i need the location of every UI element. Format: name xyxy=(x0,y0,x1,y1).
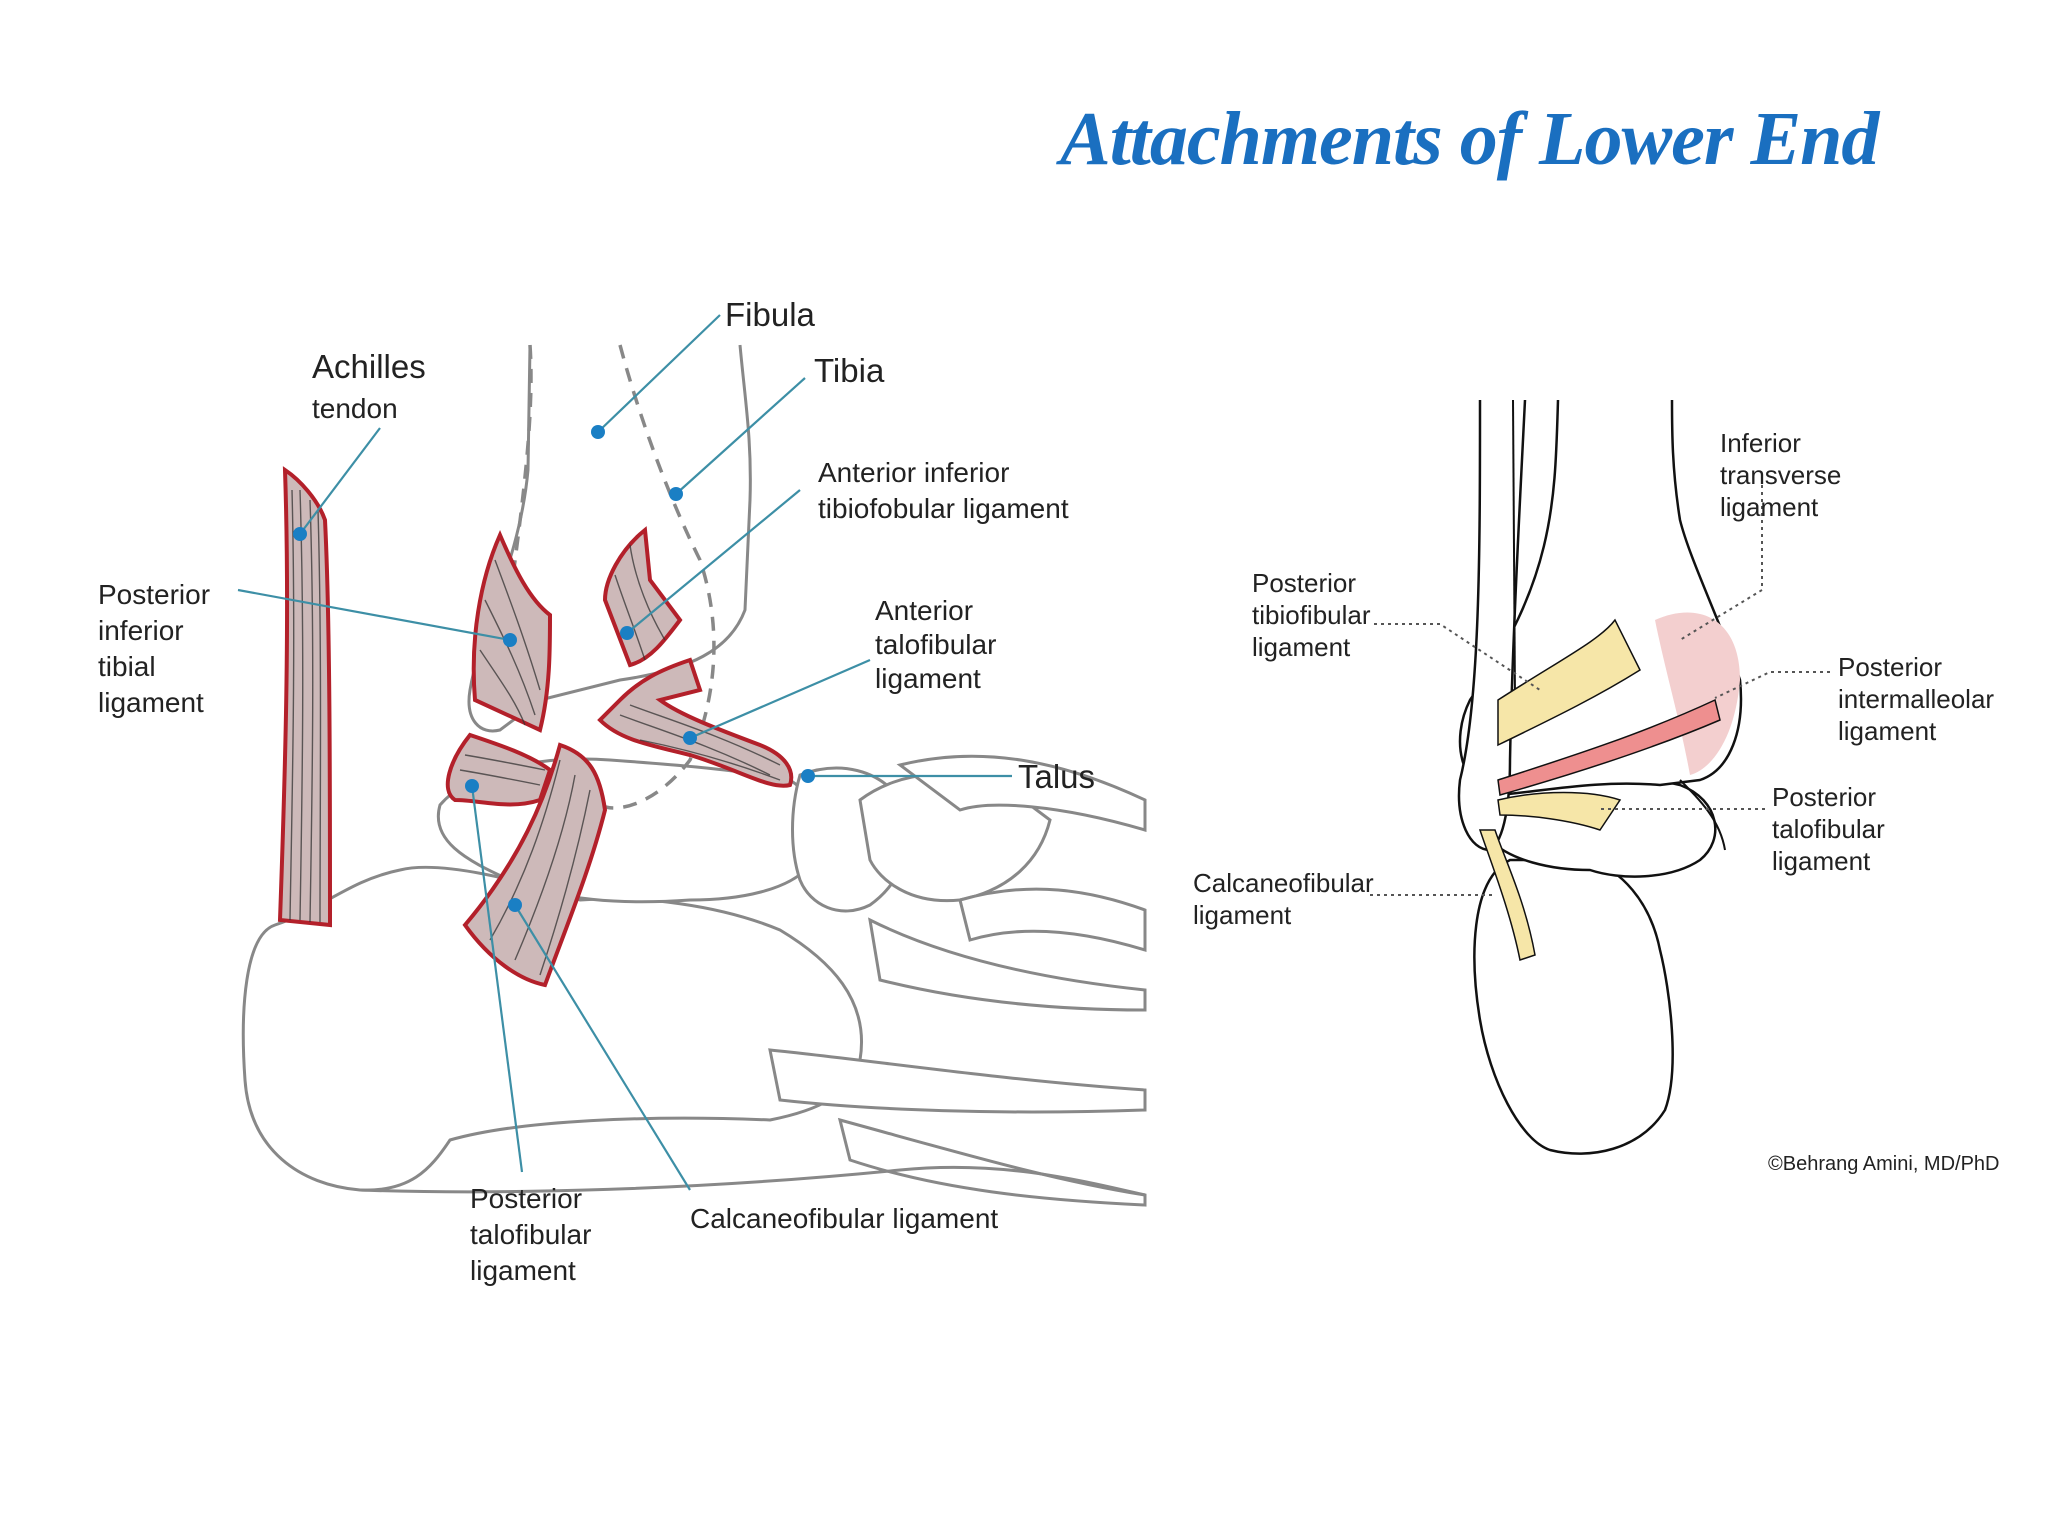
left-labels: Achilles tendon Fibula Tibia Anterior in… xyxy=(98,296,1095,1286)
slide-title: Attachments of Lower End xyxy=(1060,97,1879,181)
label-pitl-1: Posterior xyxy=(98,579,210,610)
posterior-inferior-tibial-ligament xyxy=(471,529,553,733)
dot-talus xyxy=(801,769,815,783)
foot-bones xyxy=(241,754,1147,1207)
label-itl-2: transverse xyxy=(1720,460,1841,490)
leader-lines xyxy=(237,314,1012,1191)
dot-fibula xyxy=(591,425,605,439)
label-ptibfl-2: tibiofibular xyxy=(1252,600,1371,630)
posterior-leaders xyxy=(1370,485,1830,896)
metatarsal-4 xyxy=(768,1048,1147,1114)
label-ptfl2-3: ligament xyxy=(1772,846,1871,876)
posterior-intermalleolar-ligament xyxy=(1497,698,1721,796)
label-cfl2-1: Calcaneofibular xyxy=(1193,868,1374,898)
label-pil-2: intermalleolar xyxy=(1838,684,1994,714)
label-itl-1: Inferior xyxy=(1720,428,1801,458)
label-ptibfl-1: Posterior xyxy=(1252,568,1356,598)
metatarsal-5 xyxy=(837,1117,1147,1207)
label-pil-1: Posterior xyxy=(1838,652,1942,682)
dot-tibia xyxy=(669,487,683,501)
label-achilles: Achilles xyxy=(312,348,426,385)
label-cfl: Calcaneofibular ligament xyxy=(690,1203,998,1234)
posterior-ligaments xyxy=(1478,612,1740,961)
label-ptfl2-1: Posterior xyxy=(1772,782,1876,812)
label-tibia: Tibia xyxy=(814,352,885,389)
label-atfl-3: ligament xyxy=(875,663,981,694)
label-aitfl-2: tibiofobular ligament xyxy=(818,493,1069,524)
label-atfl-2: talofibular xyxy=(875,629,996,660)
dot-atfl xyxy=(683,731,697,745)
posterior-talofibular-ligament xyxy=(1497,791,1622,831)
right-labels: Inferior transverse ligament Posterior t… xyxy=(1193,428,2000,1175)
label-tendon: tendon xyxy=(312,393,398,424)
metatarsal-2 xyxy=(958,887,1147,953)
label-pil-3: ligament xyxy=(1838,716,1937,746)
posterior-tibiofibular-ligament xyxy=(1497,618,1641,747)
label-pitl-2: inferior xyxy=(98,615,184,646)
ligaments xyxy=(445,526,794,988)
label-atfl-1: Anterior xyxy=(875,595,973,626)
metatarsal-3 xyxy=(868,917,1147,1012)
tibia-front-dashed xyxy=(599,344,716,810)
label-cfl2-2: ligament xyxy=(1193,900,1292,930)
label-ptfl-3: ligament xyxy=(470,1255,576,1286)
posterior-calcaneus xyxy=(1473,858,1674,1155)
label-itl-3: ligament xyxy=(1720,492,1819,522)
dot-aitfl xyxy=(620,626,634,640)
calcaneofibular-ligament xyxy=(1478,829,1536,961)
image-credit: ©Behrang Amini, MD/PhD xyxy=(1768,1153,2000,1175)
label-pitl-4: ligament xyxy=(98,687,204,718)
label-talus: Talus xyxy=(1018,758,1095,795)
achilles-tendon xyxy=(277,466,333,928)
dot-cfl xyxy=(508,898,522,912)
label-pitl-3: tibial xyxy=(98,651,156,682)
anterior-talofibular-ligament xyxy=(597,657,794,788)
label-ptibfl-3: ligament xyxy=(1252,632,1351,662)
label-ptfl-2: talofibular xyxy=(470,1219,591,1250)
dot-achilles xyxy=(293,527,307,541)
inferior-transverse-ligament xyxy=(1655,612,1740,775)
dot-pitl xyxy=(503,633,517,647)
posterior-bones xyxy=(1457,399,1743,1155)
label-fibula: Fibula xyxy=(725,296,816,333)
dot-ptfl xyxy=(465,779,479,793)
metatarsal-1 xyxy=(896,754,1147,833)
calcaneofibular-ligament-shape xyxy=(462,742,608,988)
label-ptfl-1: Posterior xyxy=(470,1183,582,1214)
label-aitfl-1: Anterior inferior xyxy=(818,457,1009,488)
label-ptfl2-2: talofibular xyxy=(1772,814,1885,844)
